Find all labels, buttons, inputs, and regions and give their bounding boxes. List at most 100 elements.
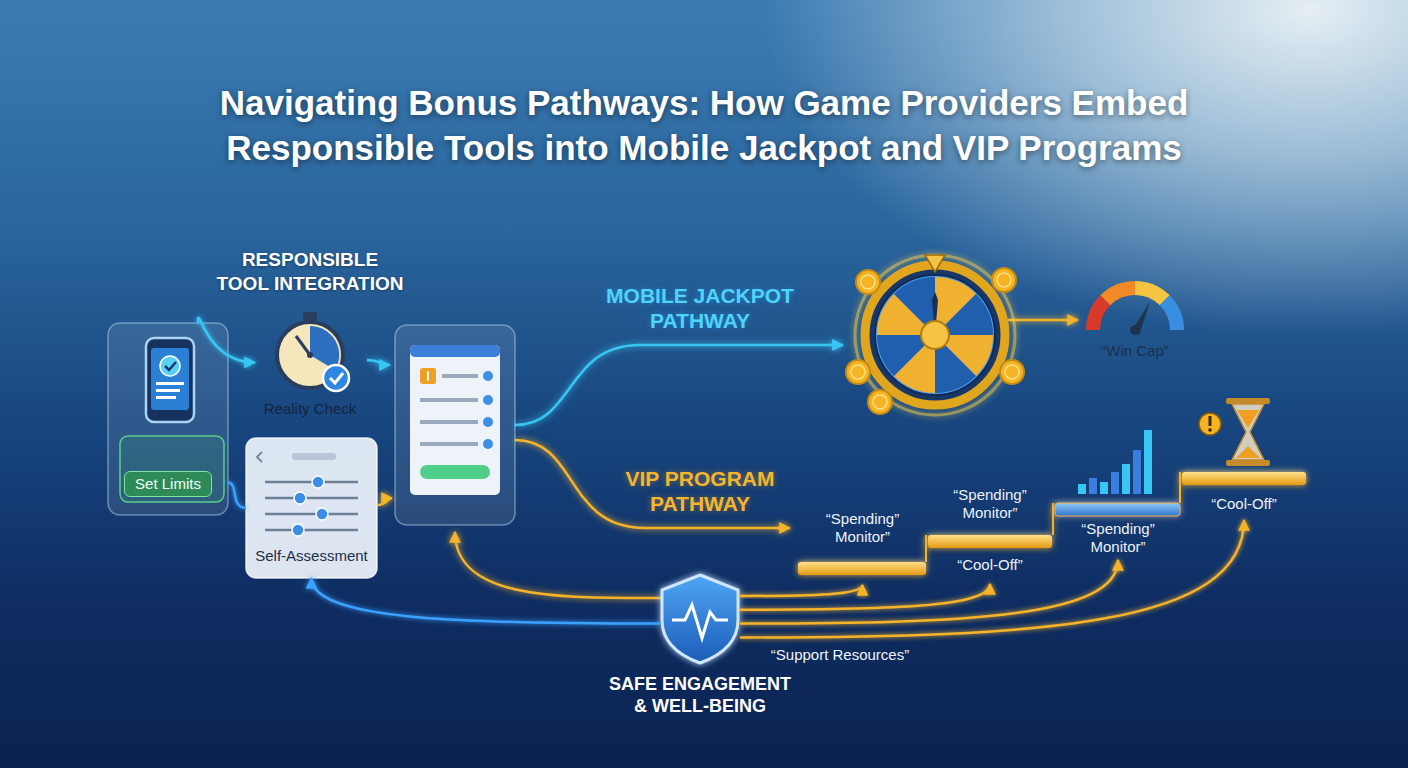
chart-bar (1111, 472, 1119, 494)
title: Navigating Bonus Pathways: How Game Prov… (129, 80, 1279, 170)
hourglass-glass (1232, 404, 1264, 460)
coin (1000, 360, 1024, 384)
chart-bar (1133, 450, 1141, 494)
chart-bar (1078, 484, 1086, 494)
node-text: “Cool-Off” (1194, 495, 1294, 513)
chart-bar (1089, 478, 1097, 494)
step-bar (1055, 503, 1180, 516)
step-bar (1182, 472, 1306, 485)
hourglass-sand (1236, 446, 1260, 458)
stopwatch-hub (307, 352, 313, 358)
coin-ring (861, 275, 875, 289)
coin-ring (1005, 365, 1019, 379)
list-line (420, 398, 478, 402)
check-badge (323, 365, 349, 391)
alert-dot (1208, 428, 1212, 432)
node-text: SAFE ENGAGEMENT & WELL-BEING (603, 673, 798, 717)
step-bar (928, 535, 1052, 548)
list-dot (483, 371, 493, 381)
decor-lines (367, 320, 1078, 598)
label-anchor: MOBILE JACKPOT PATHWAY (600, 283, 800, 333)
alert-mark (1209, 416, 1212, 426)
connectors (198, 318, 1244, 638)
slider-knob (294, 492, 306, 504)
section-heading: RESPONSIBLE TOOL INTEGRATION (214, 248, 406, 296)
list-line (420, 442, 478, 446)
win-cap-gauge-node: “Win Cap” (1085, 280, 1185, 362)
flow-line (367, 360, 390, 365)
coin-ring (873, 395, 887, 409)
node-text: Self-Assessment (255, 547, 368, 565)
connector (740, 560, 1118, 624)
hourglass-icon (1199, 398, 1270, 466)
check-mark (330, 373, 343, 383)
jackpot-wheel (846, 255, 1024, 415)
label-anchor: VIP PROGRAM PATHWAY (615, 466, 785, 516)
money-badge (420, 368, 436, 384)
wheel-rim (865, 265, 1005, 405)
wheel-hub (921, 321, 949, 349)
vip-step: “Cool-Off” (1180, 468, 1308, 520)
stopwatch-icon (277, 312, 349, 391)
node-text: “Spending” Monitor” (813, 510, 913, 546)
node-text: “Spending” Monitor” (940, 486, 1040, 522)
step-bar (798, 562, 926, 575)
card-panel (108, 323, 228, 515)
gauge-arc (1093, 300, 1105, 330)
step-riser (926, 472, 1180, 562)
gauge-needle (1131, 302, 1150, 335)
coin (992, 268, 1016, 292)
safe-engagement-shield: SAFE ENGAGEMENT & WELL-BEING (660, 573, 740, 665)
card-panel (395, 325, 515, 525)
slider-track (265, 497, 358, 500)
alert-badge (1199, 413, 1221, 435)
pulse-line (672, 605, 728, 638)
label-anchor: “Support Resources” (767, 646, 913, 664)
flow-line (1008, 319, 1078, 322)
coin (868, 390, 892, 414)
card-panel (246, 438, 377, 578)
back-chevron (257, 452, 262, 462)
limit-frame (120, 436, 224, 502)
screen-line (156, 389, 180, 392)
coin-ring (997, 273, 1011, 287)
connector (740, 584, 990, 610)
list-dot (483, 417, 493, 427)
list-dot (483, 439, 493, 449)
screen-line (156, 382, 184, 385)
shield-icon (662, 575, 738, 663)
vip-step: “Spending” Monitor” (1053, 500, 1183, 560)
chart-bar (1144, 430, 1152, 494)
screen-line (156, 396, 176, 399)
self-assessment-panel: Self-Assessment (246, 438, 377, 578)
gauge-hub (1130, 325, 1140, 335)
gauge-arc (1165, 300, 1177, 330)
coin (856, 270, 880, 294)
label-anchor: RESPONSIBLE TOOL INTEGRATION (214, 248, 406, 296)
coin (846, 360, 870, 384)
header-bar (292, 453, 336, 460)
check-mark (165, 362, 176, 370)
connector (740, 585, 863, 596)
node-text: “Spending” Monitor” (1068, 520, 1168, 556)
slider-knob (316, 508, 328, 520)
win-cap-gauge (1093, 288, 1177, 335)
connector (312, 578, 661, 624)
connector (198, 318, 255, 363)
hourglass-cap (1226, 398, 1270, 404)
limit-card: Set Limits (108, 323, 228, 515)
hourglass-cap (1226, 460, 1270, 466)
app-header (410, 345, 500, 357)
phone-icon (146, 338, 194, 422)
stopwatch-button (303, 312, 317, 321)
self-assessment-card (246, 438, 377, 578)
hub-panel (395, 325, 515, 525)
reality-check-icon: Reality Check (255, 312, 365, 424)
node-text: “Win Cap” (1101, 342, 1169, 360)
check-badge (160, 356, 180, 376)
coin-ring (851, 365, 865, 379)
slider-knob (292, 524, 304, 536)
vip-path-line (515, 440, 790, 528)
gauge-arc (1135, 288, 1165, 300)
vip-step: “Spending” Monitor” (795, 505, 930, 585)
